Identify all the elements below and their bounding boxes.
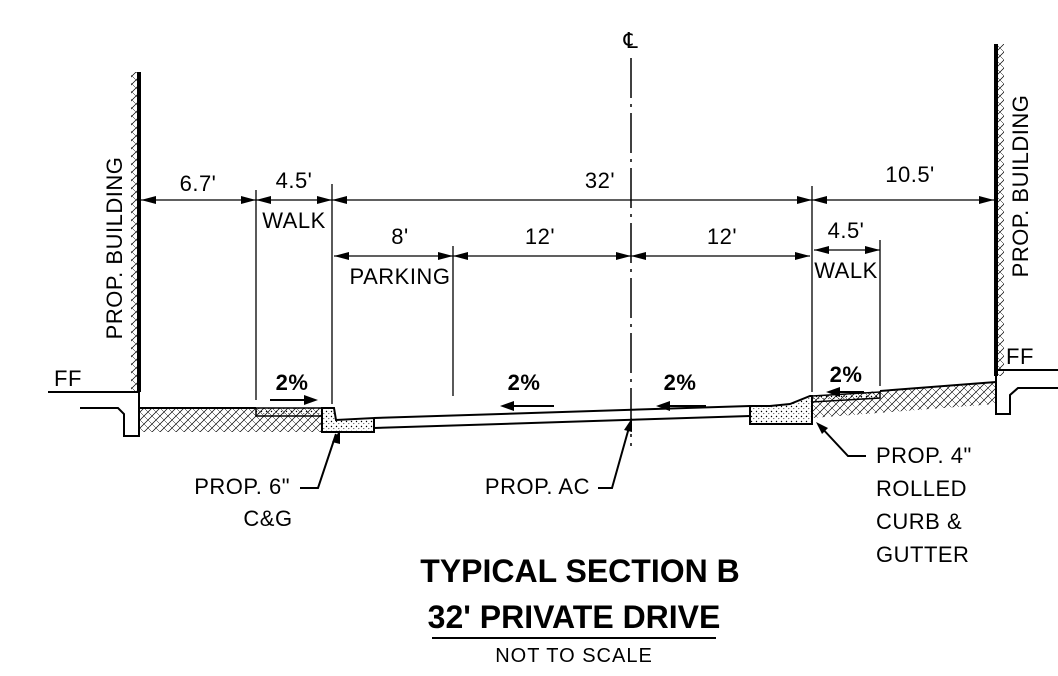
dim-arrow xyxy=(317,196,332,204)
dim-arrow xyxy=(141,196,156,204)
slope-arrow-head xyxy=(656,401,670,411)
slope-right-walk: 2% xyxy=(830,362,863,387)
dim-arrow xyxy=(797,196,812,204)
slope-right-drive: 2% xyxy=(664,370,697,395)
dim-arrow xyxy=(795,252,810,260)
dim-arrow xyxy=(814,246,829,254)
dim-left-walk: 4.5' xyxy=(276,168,313,193)
dim-arrow xyxy=(334,252,349,260)
right-building-wall-hatch xyxy=(996,44,1004,376)
dim-drive-width: 32' xyxy=(585,168,615,193)
right-ground-hatch xyxy=(812,382,996,418)
left-curb-gutter xyxy=(321,407,375,433)
rolled-curb-leader xyxy=(819,425,866,457)
extension-lines xyxy=(255,184,881,404)
callouts: PROP. 6" C&G PROP. AC PROP. 4" ROLLED CU… xyxy=(194,418,972,567)
left-cg-leader xyxy=(300,433,337,489)
rolled-curb-gutter xyxy=(749,395,813,425)
dim-left-lane: 12' xyxy=(525,224,555,249)
ac-leader-arrow xyxy=(624,418,632,432)
dim-arrow xyxy=(865,246,880,254)
ac-pavement xyxy=(373,405,751,429)
section-subtitle: 32' PRIVATE DRIVE xyxy=(428,599,721,635)
dim-arrow xyxy=(616,252,631,260)
dim-arrow xyxy=(812,196,827,204)
slope-left-drive: 2% xyxy=(508,370,541,395)
left-building-foundation xyxy=(48,391,140,437)
slope-annotations: 2% 2% 2% 2% xyxy=(270,362,864,411)
slope-left-walk: 2% xyxy=(276,370,309,395)
dim-right-lane: 12' xyxy=(707,224,737,249)
ac-label: PROP. AC xyxy=(485,474,590,499)
dim-arrow xyxy=(256,196,271,204)
ac-leader xyxy=(598,423,631,489)
pavement-bottom xyxy=(373,415,751,429)
left-building-wall-hatch xyxy=(131,72,139,392)
dim-arrow xyxy=(631,252,646,260)
title-block: TYPICAL SECTION B 32' PRIVATE DRIVE NOT … xyxy=(420,553,739,667)
rolled-curb-label-line3: CURB & xyxy=(876,509,962,534)
left-cg-label-line1: PROP. 6" xyxy=(194,474,290,499)
upper-dimension-row: 6.7' 4.5' 32' 10.5' WALK xyxy=(141,162,994,233)
left-cg-leader-arrow xyxy=(332,430,340,444)
pavement-top xyxy=(373,405,751,419)
dim-left-setback: 6.7' xyxy=(180,171,217,196)
dim-arrow xyxy=(241,196,256,204)
dim-arrow xyxy=(453,252,468,260)
right-walk-label: WALK xyxy=(814,258,878,283)
left-ff-label: FF xyxy=(54,366,82,391)
rolled-curb-label-line1: PROP. 4" xyxy=(876,443,972,468)
left-walk-slab xyxy=(255,407,323,417)
right-building-label: PROP. BUILDING xyxy=(1008,95,1033,278)
dim-arrow xyxy=(438,252,453,260)
left-cg-label-line2: C&G xyxy=(243,506,292,531)
right-ff-label: FF xyxy=(1006,344,1034,369)
left-walk-label: WALK xyxy=(262,208,326,233)
right-rolled-curb-and-walk xyxy=(749,391,881,425)
parking-label: PARKING xyxy=(350,264,451,289)
right-walk-slab xyxy=(811,391,881,403)
dim-right-walk: 4.5' xyxy=(828,218,865,243)
lower-dimension-row: 8' 12' 12' 4.5' PARKING WALK xyxy=(334,218,880,289)
left-building: PROP. BUILDING FF xyxy=(48,72,141,437)
slope-arrow-head xyxy=(826,387,840,397)
ground-profile xyxy=(139,381,997,432)
rolled-curb-leader-arrow xyxy=(816,422,828,434)
rolled-curb-label-line2: ROLLED xyxy=(876,476,967,501)
centerline: ℄ xyxy=(623,28,639,446)
rolled-curb-label-line4: GUTTER xyxy=(876,542,969,567)
slope-arrow-head xyxy=(500,401,514,411)
centerline-symbol: ℄ xyxy=(623,28,639,53)
dim-arrow xyxy=(332,196,347,204)
section-title: TYPICAL SECTION B xyxy=(420,553,739,589)
left-building-label: PROP. BUILDING xyxy=(102,157,127,340)
dim-arrow xyxy=(979,196,994,204)
right-building-foundation xyxy=(995,369,1058,415)
dim-right-setback: 10.5' xyxy=(885,162,935,187)
dim-parking: 8' xyxy=(391,224,408,249)
right-ground-line xyxy=(879,381,997,392)
scale-note: NOT TO SCALE xyxy=(495,645,653,667)
right-building: PROP. BUILDING FF xyxy=(994,44,1058,415)
slope-arrow-head xyxy=(304,395,318,405)
